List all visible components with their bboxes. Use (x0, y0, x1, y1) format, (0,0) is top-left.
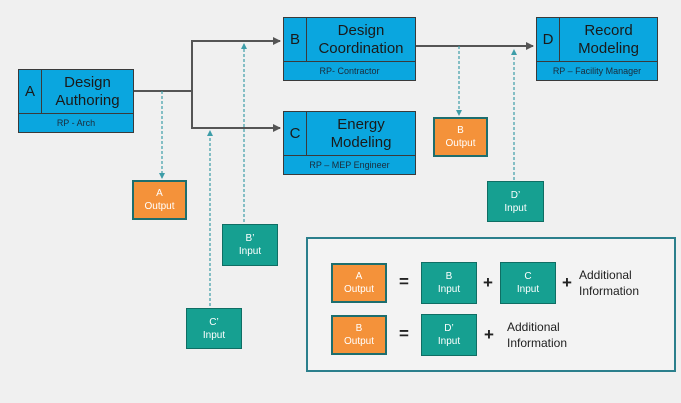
legend-row2-info-line1: Additional (507, 320, 560, 334)
process-d-responsible-party: RP – Facility Manager (537, 61, 657, 80)
legend-panel: A Output = B Input + C Input + Additiona… (306, 237, 676, 372)
legend-row2-info-line2: Information (507, 336, 568, 350)
a-output-tag-line2: Output (144, 201, 175, 212)
process-d-title-line1: Record (584, 21, 633, 39)
process-c-title-line1: Energy (337, 115, 385, 133)
d-prime-input-tag-line1: D’ (510, 189, 521, 201)
legend-d-prime-input-line1: D’ (444, 323, 454, 334)
process-a-responsible-party: RP - Arch (19, 113, 133, 132)
process-b-title-line1: Design (337, 21, 385, 39)
process-b-title: Design Coordination (307, 18, 415, 61)
process-b-responsible-party: RP- Contractor (284, 61, 415, 80)
legend-a-output: A Output (331, 263, 387, 303)
b-output-tag-line1: B (457, 125, 464, 136)
flow-a-to-b-arrow (191, 37, 281, 128)
legend-row2-plus1: + (484, 325, 494, 344)
legend-b-output-line1: B (355, 323, 363, 334)
process-c-responsible-party: RP – MEP Engineer (284, 155, 415, 174)
process-a-box: A Design Authoring RP - Arch (18, 69, 134, 133)
process-c-box: C Energy Modeling RP – MEP Engineer (283, 111, 416, 175)
process-b-letter: B (284, 18, 307, 61)
c-prime-input-tag-line2: Input (202, 329, 226, 341)
legend-a-output-line1: A (355, 271, 363, 282)
process-b-box: B Design Coordination RP- Contractor (283, 17, 416, 81)
process-b-title-line2: Coordination (318, 39, 404, 57)
legend-d-prime-input: D’ Input (421, 314, 477, 356)
b-prime-input-tag-line1: B’ (245, 233, 255, 244)
legend-row2-additional-info: Additional Information (507, 319, 567, 351)
a-output-tag: A Output (132, 180, 187, 220)
legend-row1-info-line1: Additional (579, 268, 632, 282)
c-prime-input-tag: C’ Input (186, 308, 242, 349)
b-output-tag: B Output (433, 117, 488, 157)
process-c-letter: C (284, 112, 307, 155)
legend-c-input-line2: Input (516, 284, 540, 295)
d-prime-input-tag: D’ Input (487, 181, 544, 222)
process-a-title-line2: Authoring (55, 91, 120, 109)
legend-row1-additional-info: Additional Information (579, 267, 639, 299)
process-d-box: D Record Modeling RP – Facility Manager (536, 17, 658, 81)
d-prime-input-tag-line2: Input (504, 202, 527, 214)
legend-c-input-line1: C (524, 271, 532, 282)
legend-d-prime-input-line2: Input (437, 336, 461, 347)
process-a-title-line1: Design (64, 73, 111, 91)
legend-b-output-line2: Output (343, 336, 375, 347)
c-prime-input-tag-line1: C’ (209, 316, 219, 328)
a-output-tag-line1: A (156, 188, 163, 199)
legend-b-input-line2: Input (437, 284, 461, 295)
legend-c-input: C Input (500, 262, 556, 304)
process-c-title: Energy Modeling (307, 112, 415, 155)
legend-row1-plus2: + (562, 273, 572, 292)
process-a-title: Design Authoring (42, 70, 133, 113)
process-a-letter: A (19, 70, 42, 113)
legend-b-input-line1: B (445, 271, 453, 282)
legend-b-input: B Input (421, 262, 477, 304)
legend-row1-equals: = (399, 272, 409, 291)
legend-row1-plus1: + (483, 273, 493, 292)
process-c-title-line2: Modeling (330, 133, 392, 151)
b-prime-input-tag: B’ Input (222, 224, 278, 266)
legend-row1-info-line2: Information (579, 284, 640, 298)
flow-a-to-c-arrow (191, 91, 281, 132)
process-d-title: Record Modeling (560, 18, 657, 61)
legend-row2-equals: = (399, 324, 409, 343)
legend-a-output-line2: Output (343, 284, 375, 295)
process-d-letter: D (537, 18, 560, 61)
b-prime-input-tag-line2: Input (238, 246, 262, 257)
legend-b-output: B Output (331, 315, 387, 355)
process-d-title-line2: Modeling (578, 39, 639, 57)
b-output-tag-line2: Output (445, 138, 476, 149)
